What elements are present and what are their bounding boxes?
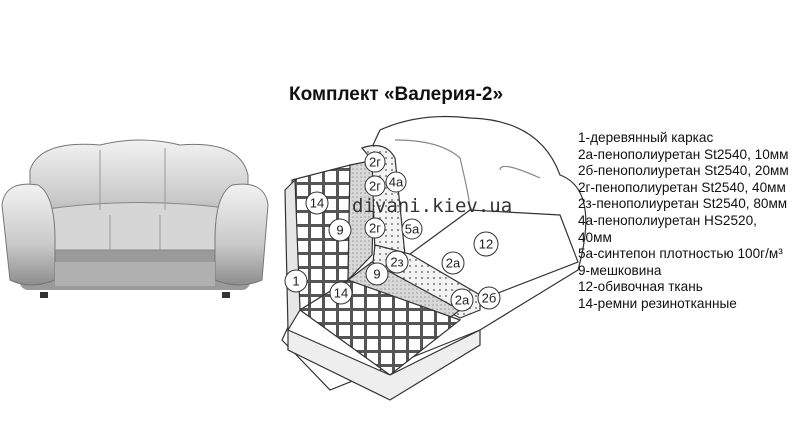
diagram-title: Комплект «Валерия-2» [289,84,504,105]
svg-text:14: 14 [310,196,324,211]
legend-item: 40мм [578,229,612,245]
callout-1: 1 [284,269,308,293]
svg-text:12: 12 [479,237,493,252]
callout-2a-1: 2а [441,251,465,275]
construction-diagram [281,115,587,401]
callout-2a-2: 2а [450,288,474,312]
svg-text:5а: 5а [405,222,420,237]
legend-item: 2г-пенополиуретан St2540, 40мм [578,179,786,195]
legend-item: 2з-пенополиуретан St2540, 80мм [578,196,788,212]
callout-14-1: 14 [305,191,329,215]
svg-text:2а: 2а [455,293,470,308]
legend-item: 12-обивочная ткань [578,279,703,295]
svg-text:2з: 2з [390,255,403,270]
materials-legend: 1-деревянный каркас 2а-пенополиуретан St… [578,130,789,313]
legend-item: 2б-пенополиуретан St2540, 20мм [578,163,789,179]
callout-14-2: 14 [329,281,353,305]
svg-text:14: 14 [334,286,348,301]
svg-text:2г: 2г [369,179,381,194]
legend-item: 14-ремни резинотканные [578,295,737,311]
sofa-photo [1,139,269,298]
svg-text:2б: 2б [482,291,497,306]
legend-item: 9-мешковина [578,262,662,278]
callout-12: 12 [473,231,499,257]
callout-2z: 2з [385,250,409,274]
callouts: 2г 2г 4а 14 9 2г 5а 12 2з 2а 9 1 14 2а 2… [284,151,501,312]
svg-text:1: 1 [292,274,299,289]
svg-text:2а: 2а [446,256,461,271]
legend-item: 5а-синтепон плотностью 100г/м³ [578,246,783,262]
callout-2b: 2б [477,286,501,310]
svg-text:2г: 2г [369,155,381,170]
callout-5a: 5а [401,218,423,240]
legend-item: 4а-пенополиуретан HS2520, [578,212,757,228]
legend-item: 1-деревянный каркас [578,130,714,145]
watermark: divani.kiev.ua [352,195,512,217]
callout-2g-3: 2г [364,217,386,239]
svg-text:2г: 2г [369,221,381,236]
callout-2g-1: 2г [364,151,386,173]
callout-9-1: 9 [328,218,352,242]
svg-text:4а: 4а [389,175,404,190]
callout-2g-2: 2г [364,175,386,197]
callout-9-2: 9 [365,262,389,286]
svg-text:9: 9 [336,223,343,238]
svg-text:9: 9 [373,267,380,282]
legend-item: 2а-пенополиуретан St2540, 10мм [578,146,789,162]
callout-4a: 4а [385,171,407,193]
